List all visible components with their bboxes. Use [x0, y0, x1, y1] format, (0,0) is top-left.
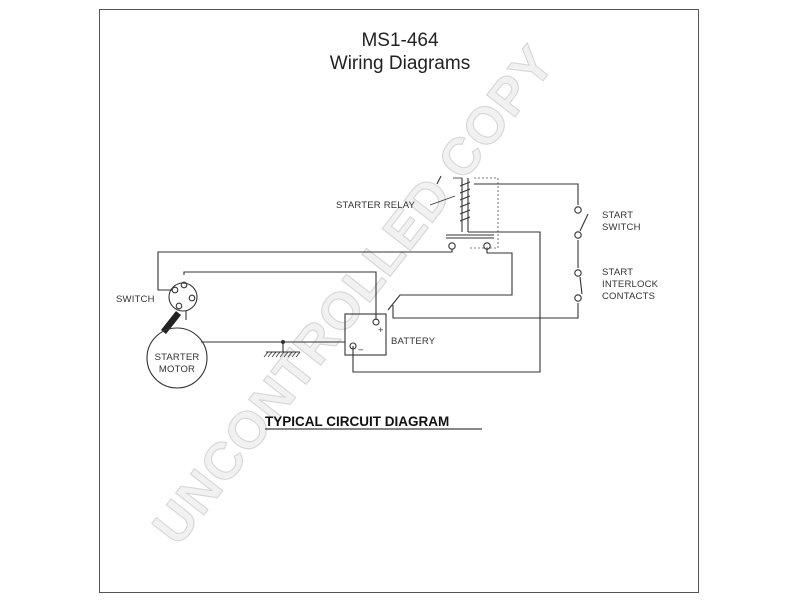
solenoid-terminal — [180, 281, 188, 289]
ground-icon — [263, 351, 301, 358]
solenoid-terminal — [175, 302, 183, 310]
diagram-subtitle: Wiring Diagrams — [329, 53, 471, 74]
wire-relay-to-solenoid — [157, 249, 453, 291]
switch-blade — [579, 213, 589, 232]
battery — [344, 313, 387, 356]
switch-terminal — [574, 206, 582, 214]
solenoid-lever — [161, 311, 181, 334]
wiring — [157, 183, 579, 373]
solenoid-terminal — [188, 294, 196, 302]
start-switch-label-line1: START — [602, 210, 633, 221]
start-switch — [574, 206, 589, 239]
battery-positive-sign: + — [378, 325, 384, 336]
relay-label-pointer — [429, 195, 456, 206]
starter-motor — [146, 327, 208, 389]
switch-terminal — [574, 231, 582, 239]
solenoid-terminal — [171, 286, 179, 294]
starter-motor-label-line2: MOTOR — [159, 364, 195, 375]
solenoid-switch — [161, 281, 198, 334]
starter-motor-label-line1: STARTER — [155, 352, 200, 363]
interlock-label-line3: CONTACTS — [602, 291, 655, 302]
diagram-frame — [99, 9, 699, 593]
switch-label: SWITCH — [116, 294, 155, 305]
wire-coil-to-start-switch — [474, 183, 579, 205]
interlock-terminal — [574, 294, 582, 302]
battery-negative-sign: − — [358, 345, 364, 356]
wire-motor-to-ground — [201, 341, 284, 352]
battery-label: BATTERY — [391, 336, 436, 347]
relay-coil-mark-icon — [436, 175, 442, 185]
interlock-label-line1: START — [602, 267, 633, 278]
relay-contact-terminal — [448, 242, 456, 250]
interlock-terminal — [574, 269, 582, 277]
start-switch-label-line2: SWITCH — [602, 222, 641, 233]
battery-body — [344, 313, 387, 356]
relay-housing-dashed — [468, 177, 499, 249]
solenoid-body — [168, 282, 198, 312]
interlock-label-line2: INTERLOCK — [602, 279, 659, 290]
junction-dot — [281, 340, 285, 344]
interlock-blade — [579, 276, 583, 295]
diagram-caption: TYPICAL CIRCUIT DIAGRAM — [265, 414, 449, 429]
interlock-contacts — [574, 269, 583, 302]
wire-interlock-return — [392, 303, 579, 319]
battery-negative-terminal — [349, 342, 357, 350]
motor-body — [146, 327, 208, 389]
battery-positive-terminal — [372, 318, 380, 326]
model-title: MS1-464 — [361, 30, 439, 51]
relay-coil-winding — [459, 181, 471, 222]
wire-relay-to-battery-positive — [387, 249, 513, 311]
starter-relay-label: STARTER RELAY — [336, 200, 416, 211]
wire-solenoid-to-battery — [183, 271, 377, 320]
wire-coil-to-battery-negative — [352, 231, 541, 373]
